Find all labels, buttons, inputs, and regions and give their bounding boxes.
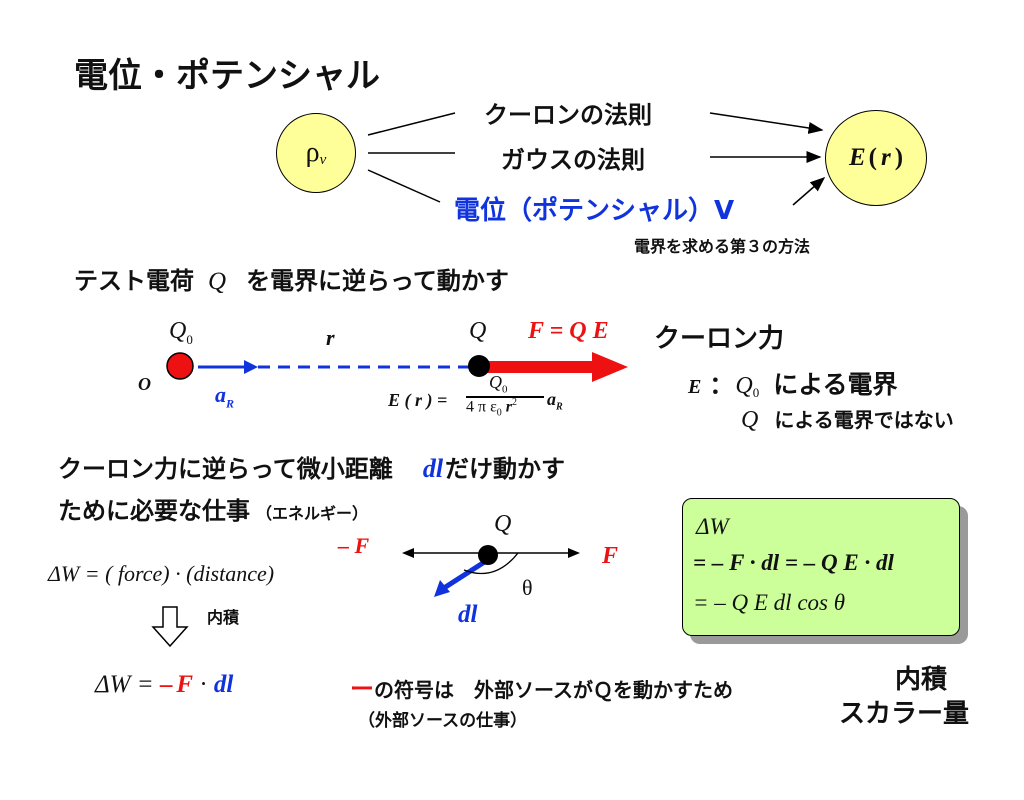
neg-force-arrowhead: [402, 548, 414, 558]
pos-force-arrowhead: [568, 548, 580, 558]
scalar-note-inner-product: 内積: [895, 665, 948, 695]
theta-arc: [463, 552, 519, 575]
unit-vector-label: aR: [215, 382, 235, 411]
field-r: r: [880, 144, 891, 171]
e-formula-denominator: 4 π ε0 r2: [466, 397, 518, 419]
charge-q: [468, 355, 490, 377]
field-E: E: [848, 144, 866, 171]
result-line-2: = – F · dl = – Q E · dl: [693, 550, 894, 575]
label-q0: Q0: [169, 318, 193, 347]
work-formula: ΔW = ( force) · (distance): [48, 561, 275, 586]
force-arrow-shaft: [485, 361, 595, 373]
diagram2-dl-label: dl: [458, 601, 478, 628]
field-open-paren: (: [868, 144, 877, 171]
e-formula-fraction-bar: [466, 396, 544, 398]
origin-label: O: [138, 374, 151, 394]
rho-subscript: v: [319, 151, 327, 168]
method-coulomb: クーロンの法則: [484, 101, 652, 129]
third-method-note: 電界を求める第３の方法: [634, 237, 811, 256]
dl-vector-head: [434, 580, 450, 597]
label-r: r: [326, 325, 335, 350]
result-line-1: ΔW: [696, 514, 729, 539]
e-formula-numerator: Q0: [489, 372, 508, 396]
force-equation: F = Q E: [528, 318, 609, 344]
charge-q-diagram2: [478, 545, 498, 565]
method-gauss: ガウスの法則: [501, 146, 645, 174]
field-close-paren: ): [894, 144, 904, 171]
red-minus-glyph: ー: [350, 675, 374, 703]
dl-vector-shaft: [442, 558, 488, 591]
method-potential: 電位（ポテンシャル）V: [454, 196, 735, 226]
pos-force-label: F: [602, 543, 619, 569]
test-charge-after: を電界に逆らって動かす: [246, 267, 509, 295]
dw-formula: ΔW = –F · dl: [95, 671, 234, 698]
implies-down-arrow: [151, 606, 189, 648]
scalar-note-scalar: スカラー量: [839, 699, 970, 729]
e-formula-lhs: E ( r ) =: [388, 390, 448, 410]
rho-symbol: ρ: [305, 137, 320, 168]
result-line-3: = – Q E dl cos θ: [693, 590, 846, 615]
work-result-box: [682, 498, 960, 636]
inner-product-label: 内積: [207, 608, 240, 627]
test-charge-line: テスト電荷 Q を電界に逆らって動かす: [74, 261, 509, 296]
test-charge-before: テスト電荷: [74, 267, 194, 295]
neg-force-label: – F: [338, 533, 370, 558]
page-title: 電位・ポテンシャル: [74, 56, 380, 96]
e-formula-unit-vector: aR: [547, 389, 563, 413]
line-rho-coulomb: [367, 112, 456, 136]
label-q: Q: [469, 318, 487, 344]
work-line-2: ために必要な仕事（エネルギー）: [58, 497, 369, 525]
charge-q0: [166, 352, 194, 380]
external-work-note: （外部ソースの仕事）: [358, 711, 528, 731]
unit-vector-head: [244, 360, 258, 374]
diagram2-q-label: Q: [494, 511, 512, 537]
arrow-potential-E: [792, 177, 826, 206]
electric-field-bubble: E(r): [825, 110, 927, 206]
theta-label: θ: [522, 575, 533, 600]
minus-sign-note: ーの符号は 外部ソースがＱを動かすため: [350, 675, 733, 703]
line-rho-potential: [367, 169, 441, 203]
force-arrow-head: [592, 352, 628, 382]
test-charge-symbol: Q: [208, 268, 227, 295]
coulomb-force-label: クーロン力: [654, 324, 785, 354]
arrow-coulomb-E: [709, 112, 824, 134]
